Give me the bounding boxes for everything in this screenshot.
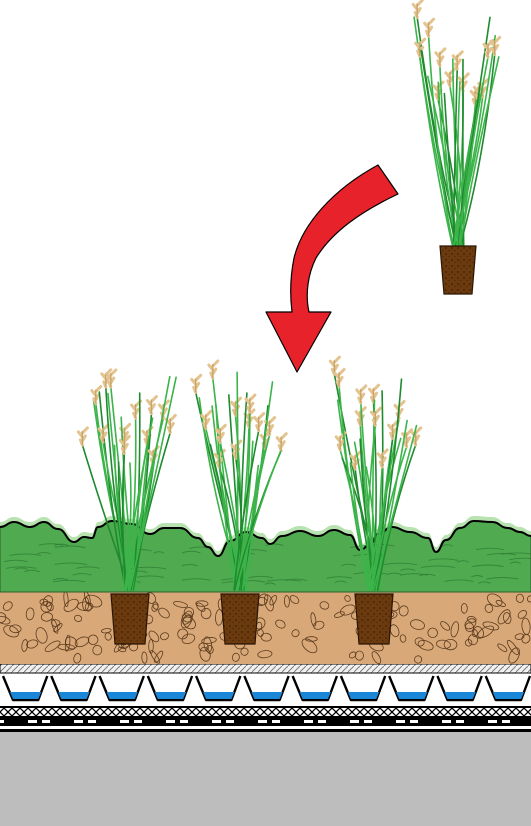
filter-fleece [0, 664, 531, 673]
substrate-layer [0, 588, 531, 665]
seed-head [330, 357, 339, 374]
seed-head [277, 434, 286, 451]
grass-plant-icon [413, 0, 500, 248]
seed-head [453, 52, 462, 69]
seed-head [255, 414, 264, 431]
new-plant [413, 0, 500, 294]
seed-head [436, 49, 445, 66]
seed-head [232, 398, 241, 415]
seed-head [147, 397, 156, 414]
planted-plants [78, 357, 420, 644]
drainage-layer [0, 672, 531, 706]
plant-pot-icon [355, 594, 393, 644]
seed-head [425, 19, 434, 36]
seed-head [413, 0, 422, 17]
seed-head [192, 375, 201, 392]
plant-pot-icon [111, 594, 149, 644]
seed-head [371, 408, 380, 425]
seed-head [209, 361, 218, 378]
seed-head [378, 450, 387, 467]
seed-head [357, 386, 366, 403]
waterproof-membrane [0, 706, 531, 732]
plant-pot-icon [440, 246, 476, 294]
planting-arrow-icon [266, 165, 398, 372]
seed-head [78, 428, 87, 445]
roof-deck [0, 732, 531, 826]
vegetation-layer [0, 516, 531, 592]
plant-pot-icon [221, 594, 259, 644]
